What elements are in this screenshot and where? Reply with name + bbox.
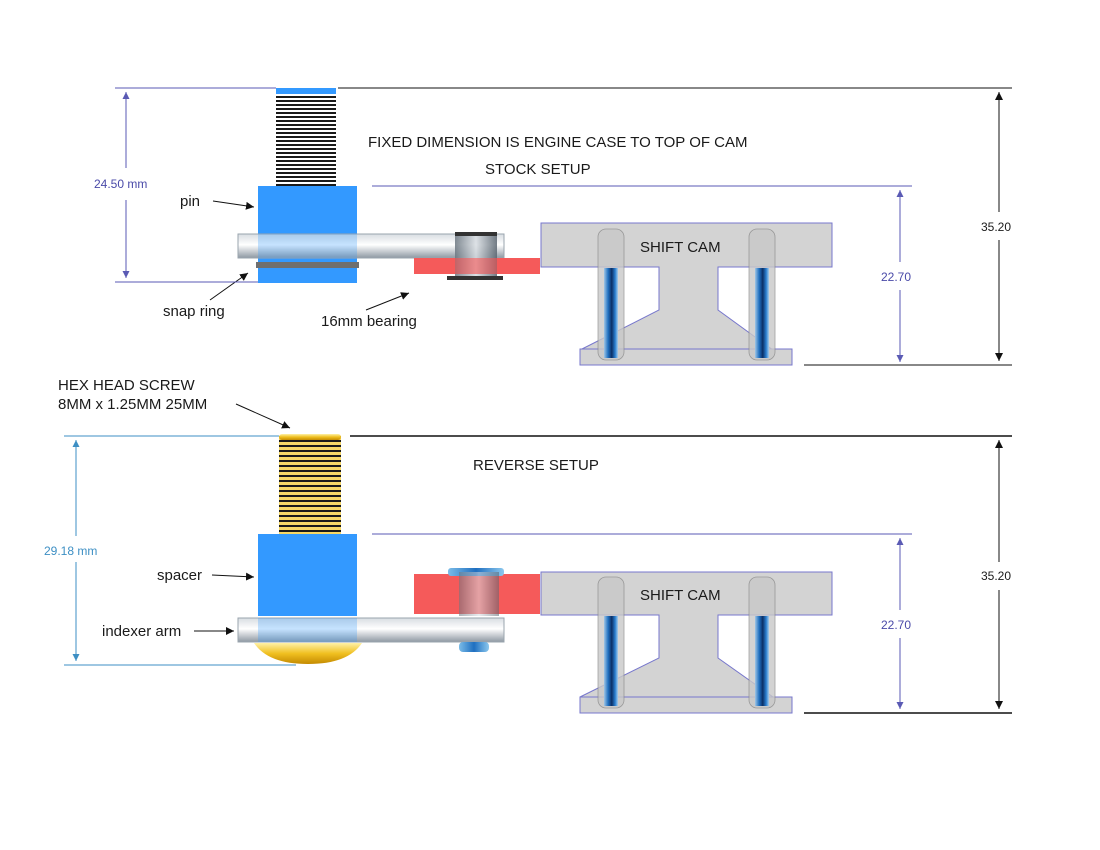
cam-base-reverse bbox=[579, 696, 793, 714]
reverse-setup: HEX HEAD SCREW 8MM x 1.25MM 25MM REVERSE… bbox=[44, 377, 1012, 714]
screw-height-dimension: 29.18 mm bbox=[44, 544, 97, 558]
bearing-label: 16mm bearing bbox=[321, 313, 417, 330]
screw-thread bbox=[279, 436, 341, 536]
snap-ring bbox=[256, 262, 359, 268]
pin-height-dimension: 24.50 mm bbox=[94, 177, 147, 191]
reverse-setup-label: REVERSE SETUP bbox=[473, 457, 599, 474]
overall-dimension-bottom: 35.20 bbox=[981, 569, 1011, 583]
cam-height-dimension-bottom: 22.70 bbox=[881, 618, 911, 632]
fixed-dimension-heading: FIXED DIMENSION IS ENGINE CASE TO TOP OF… bbox=[368, 134, 748, 151]
shift-cam-label-top: SHIFT CAM bbox=[640, 239, 721, 256]
snap-ring-label: snap ring bbox=[163, 303, 225, 320]
cam-dowel-left-reverse bbox=[604, 616, 618, 706]
stock-setup-label: STOCK SETUP bbox=[485, 161, 591, 178]
cam-dowel-left bbox=[604, 268, 618, 358]
cam-dowel-right-reverse bbox=[755, 616, 769, 706]
indexer-arm-rod bbox=[237, 617, 505, 643]
hex-screw-title: HEX HEAD SCREW bbox=[58, 377, 196, 394]
cam-height-dimension-top: 22.70 bbox=[881, 270, 911, 284]
screw-hex-head bbox=[254, 643, 362, 664]
stock-setup: FIXED DIMENSION IS ENGINE CASE TO TOP OF… bbox=[94, 87, 1012, 366]
indexer-arm-label: indexer arm bbox=[102, 623, 181, 640]
shift-cam-label-bottom: SHIFT CAM bbox=[640, 587, 721, 604]
cam-dowel-right bbox=[755, 268, 769, 358]
cam-base bbox=[579, 348, 793, 366]
spacer bbox=[258, 534, 357, 616]
bearing-reverse bbox=[459, 572, 499, 616]
overall-dimension-top: 35.20 bbox=[981, 220, 1011, 234]
pin-label: pin bbox=[180, 193, 200, 210]
pin-thread bbox=[276, 88, 336, 188]
spacer-label: spacer bbox=[157, 567, 202, 584]
hex-screw-spec: 8MM x 1.25MM 25MM bbox=[58, 396, 207, 413]
